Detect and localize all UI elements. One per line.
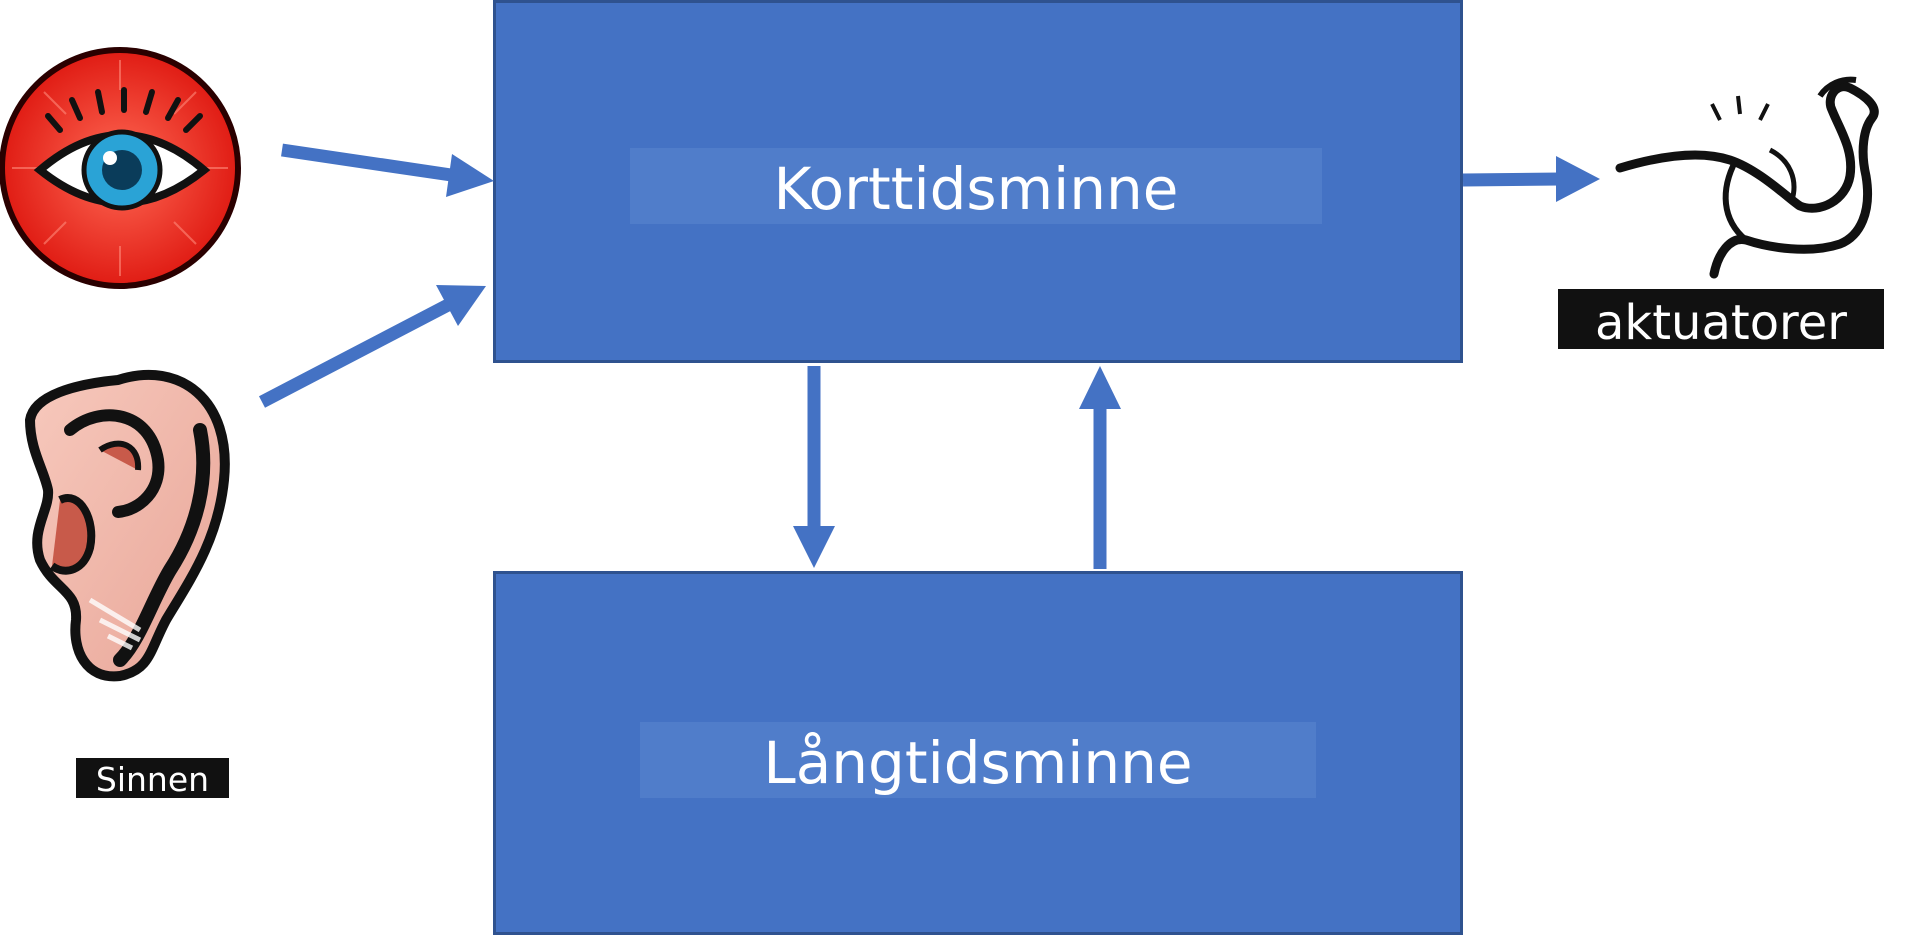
eye-icon xyxy=(0,47,241,289)
long-term-memory-title: Långtidsminne xyxy=(763,729,1193,797)
long-term-memory-label-band xyxy=(640,722,1316,798)
ear-icon xyxy=(24,370,230,682)
short-term-memory-label-band xyxy=(630,148,1322,224)
arrow-short-term-to-actuators xyxy=(1462,156,1600,202)
senses-label: Sinnen xyxy=(76,758,229,798)
arrow-ear-to-short-term xyxy=(258,285,486,408)
short-term-memory-title: Korttidsminne xyxy=(773,155,1179,223)
arrow-eye-to-short-term xyxy=(281,143,494,197)
flexed-arm-icon xyxy=(1615,76,1879,279)
arrow-long-to-short-term xyxy=(1079,366,1121,569)
actuators-label: aktuatorer xyxy=(1558,289,1884,349)
arrow-short-to-long-term xyxy=(793,366,835,568)
